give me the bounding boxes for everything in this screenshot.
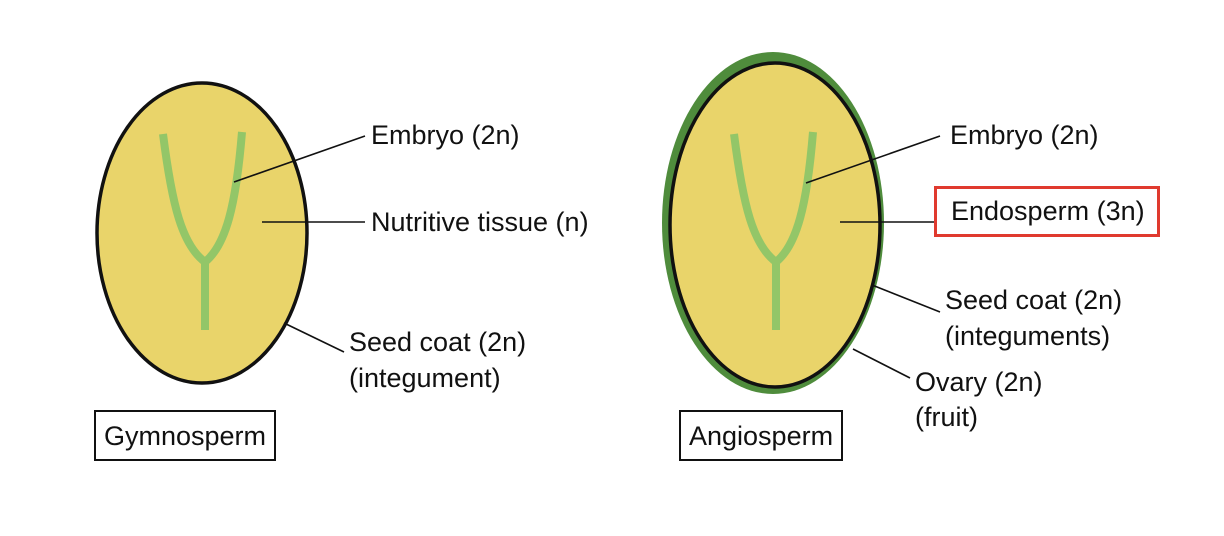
gymnosperm-seed-body <box>95 81 309 385</box>
gymnosperm-seed <box>95 81 309 385</box>
angiosperm-endosperm-label: Endosperm (3n) <box>951 196 1145 226</box>
angiosperm-integuments-label: (integuments) <box>945 321 1111 351</box>
gymnosperm-nutritive-tissue-label: Nutritive tissue (n) <box>371 207 589 237</box>
angiosperm-seed-coat-leader <box>871 284 941 313</box>
gymnosperm-title-box: Gymnosperm <box>94 410 277 461</box>
gymnosperm-embryo <box>159 131 246 330</box>
angiosperm-ovary-leader <box>852 348 911 379</box>
gymnosperm-embryo-leader <box>233 135 366 183</box>
angiosperm-endosperm-highlight-box: Endosperm (3n) <box>934 186 1160 237</box>
gymnosperm-seed-coat-leader <box>283 322 345 353</box>
gymnosperm-seed-coat-label: Seed coat (2n) <box>349 327 527 357</box>
angiosperm-embryo <box>730 131 817 330</box>
angiosperm-seed-coat-label: Seed coat (2n) <box>945 285 1123 315</box>
gymnosperm-integument-label: (integument) <box>349 363 501 393</box>
angiosperm-ovary-label: Ovary (2n) <box>915 367 1043 397</box>
angiosperm-title-box: Angiosperm <box>679 410 844 461</box>
angiosperm-embryo-label: Embryo (2n) <box>950 120 1099 150</box>
angiosperm-embryo-leader <box>805 135 941 184</box>
angiosperm-fruit-label: (fruit) <box>915 402 978 432</box>
angiosperm-seed <box>662 52 884 394</box>
gymnosperm-embryo-label: Embryo (2n) <box>371 120 520 150</box>
angiosperm-seed-body <box>668 61 882 389</box>
